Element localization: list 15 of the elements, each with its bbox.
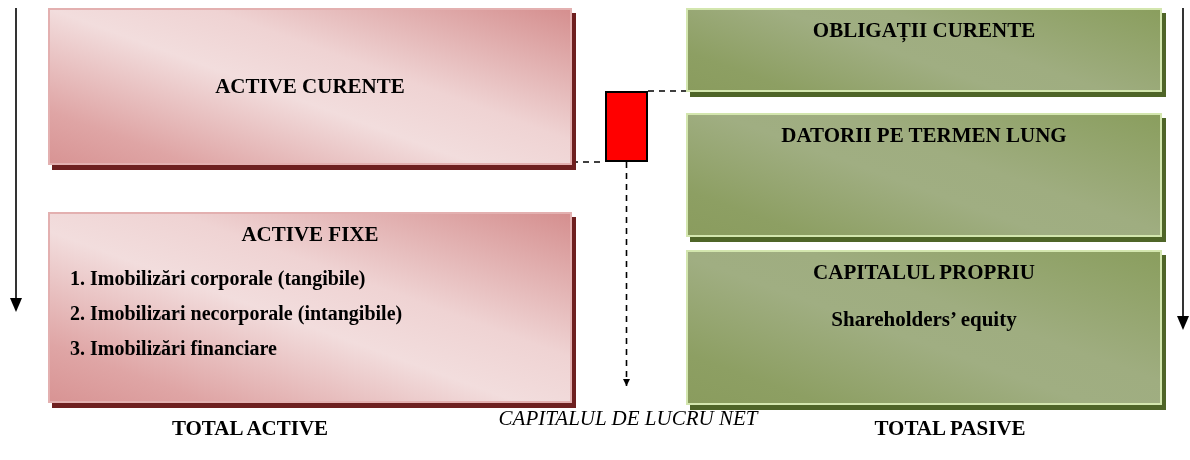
box-heading: DATORII PE TERMEN LUNG <box>781 123 1067 148</box>
total-label: TOTAL PASIVE <box>873 416 1027 441</box>
total-label: TOTAL ACTIVE <box>170 416 330 441</box>
connector-line <box>647 90 687 92</box>
list-item: 1. Imobilizări corporale (tangibile) <box>69 266 366 292</box>
list-item: 2. Imobilizari necorporale (intangibile) <box>69 301 403 327</box>
working-capital-caption: CAPITALUL DE LUCRU NET <box>478 406 778 431</box>
arrow <box>623 161 630 387</box>
working-capital-bar <box>605 91 648 162</box>
box-heading: ACTIVE CURENTE <box>215 74 405 99</box>
box-heading: OBLIGAȚII CURENTE <box>812 18 1036 43</box>
box-heading: ACTIVE FIXE <box>241 222 379 247</box>
list-item: 3. Imobilizări financiare <box>69 336 277 361</box>
box-heading: CAPITALUL PROPRIU <box>813 260 1035 285</box>
box-subheading: Shareholders’ equity <box>831 307 1017 332</box>
